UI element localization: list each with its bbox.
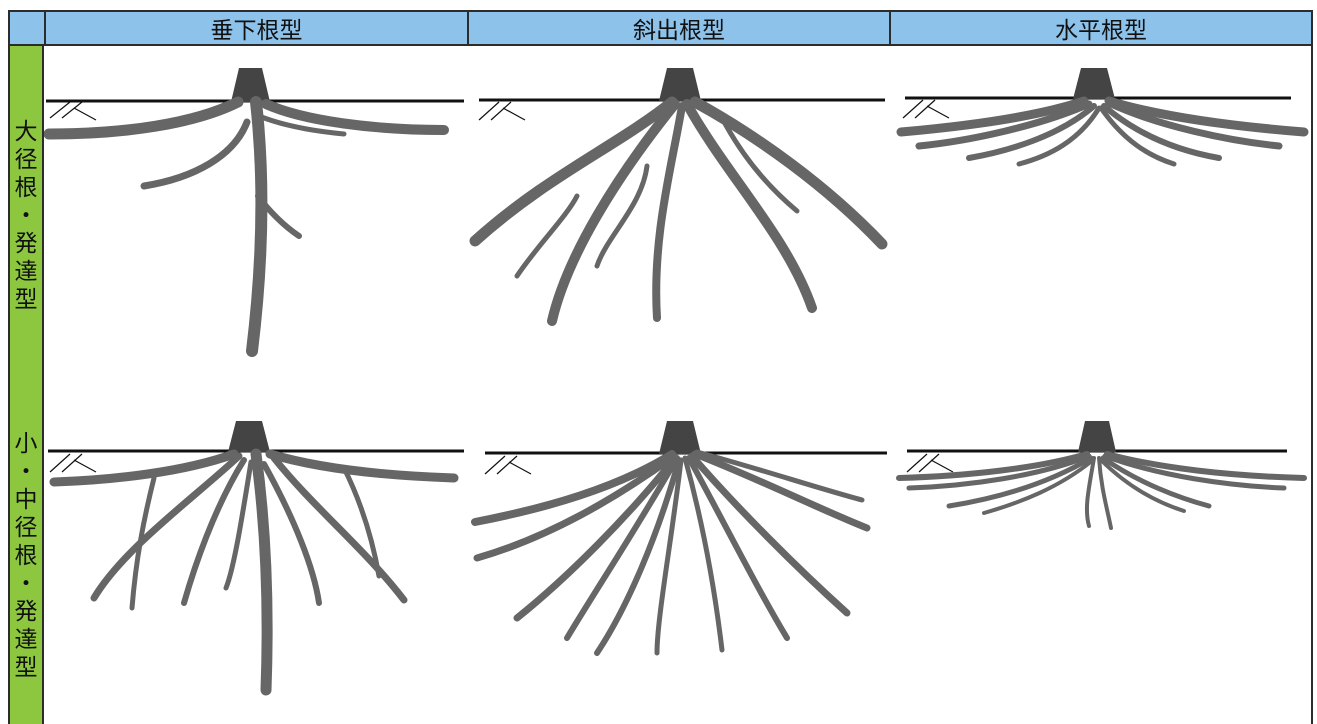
pendant-large-root-illustration	[44, 68, 464, 357]
pendant-small-root-illustration	[48, 421, 464, 696]
cell-horizontal-small	[889, 388, 1313, 724]
row-label-char: 小	[14, 431, 38, 457]
row-label-char: 大	[14, 119, 38, 145]
cell-pendant-small	[44, 388, 469, 724]
column-header-label: 垂下根型	[210, 18, 303, 44]
row-label-char: 達	[14, 627, 38, 653]
cell-oblique-large	[467, 46, 891, 390]
row-label-char: 達	[14, 259, 38, 285]
row-label-char: 中	[14, 487, 38, 513]
horizontal-large-root-illustration	[896, 68, 1309, 167]
oblique-small-root-illustration	[471, 421, 887, 656]
row-header-large-root: 大 径 根 ・ 発 達 型	[8, 46, 44, 390]
row-label-char: 型	[14, 287, 38, 313]
row-header-small-root: 小 ・ 中 径 根 ・ 発 達 型	[8, 388, 44, 724]
row-label-char: 根	[14, 543, 38, 569]
row-label-char: ・	[14, 571, 38, 597]
cell-pendant-large	[44, 46, 469, 390]
column-header-horizontal: 水平根型	[889, 10, 1313, 46]
column-header-label: 斜出根型	[633, 18, 725, 44]
row-label-char: 発	[14, 599, 38, 625]
column-header-oblique: 斜出根型	[467, 10, 891, 46]
horizontal-small-root-illustration	[896, 421, 1307, 530]
cell-oblique-small	[467, 388, 891, 724]
row-label-char: ・	[14, 203, 38, 229]
oblique-large-root-illustration	[469, 68, 888, 326]
column-header-label: 水平根型	[1055, 18, 1147, 44]
corner-cell	[8, 10, 46, 46]
cell-horizontal-large	[889, 46, 1313, 390]
row-label-char: 根	[14, 175, 38, 201]
row-label-char: 発	[14, 231, 38, 257]
row-label-char: 型	[14, 655, 38, 681]
row-label-char: ・	[14, 459, 38, 485]
row-label-char: 径	[14, 515, 38, 541]
row-label-char: 径	[14, 147, 38, 173]
column-header-pendant: 垂下根型	[44, 10, 469, 46]
